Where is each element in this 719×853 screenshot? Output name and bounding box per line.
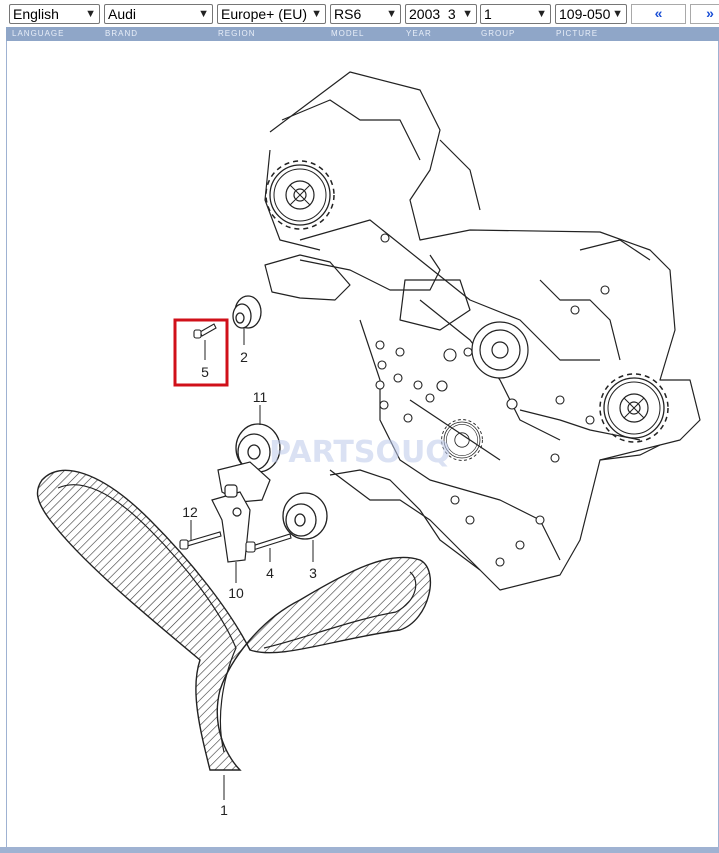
idler-roller-2 <box>232 295 262 329</box>
selection-toolbar: English ▼ Audi ▼ Europe+ (EU) ▼ RS6 ▼ 20… <box>0 0 719 27</box>
callout-11[interactable]: 11 <box>253 389 268 405</box>
callout-12[interactable]: 12 <box>182 504 198 520</box>
model-select[interactable]: RS6 ▼ <box>330 4 401 24</box>
chevron-down-icon: ▼ <box>386 8 397 20</box>
tensioner-assembly-10 <box>211 461 271 563</box>
tensioner-roller-11 <box>235 423 281 473</box>
model-select-value: RS6 <box>334 6 362 22</box>
right-camshaft-gear <box>599 373 669 443</box>
year-select-value: 2003 3 <box>409 6 456 22</box>
callout-4[interactable]: 4 <box>266 565 274 581</box>
chevron-down-icon: ▼ <box>311 8 322 20</box>
brand-select[interactable]: Audi ▼ <box>104 4 213 24</box>
language-select[interactable]: English ▼ <box>9 4 100 24</box>
callout-leaders <box>190 328 314 800</box>
region-select[interactable]: Europe+ (EU) ▼ <box>217 4 326 24</box>
bolts <box>179 323 292 553</box>
left-camshaft-gear <box>265 160 335 230</box>
chevron-down-icon: ▼ <box>612 8 623 20</box>
model-label: MODEL <box>331 29 365 38</box>
year-select[interactable]: 2003 3 ▼ <box>405 4 477 24</box>
group-select-value: 1 <box>484 6 492 22</box>
next-picture-button[interactable]: » <box>690 4 719 24</box>
field-label-bar: LANGUAGE BRAND REGION MODEL YEAR GROUP P… <box>6 27 719 41</box>
watermark-text: PARTSOUQ <box>269 435 451 470</box>
block-fasteners <box>375 233 610 567</box>
region-label: REGION <box>218 29 256 38</box>
callout-2[interactable]: 2 <box>240 349 248 365</box>
previous-picture-button[interactable]: « <box>631 4 686 24</box>
water-pump-pulley <box>471 321 529 379</box>
highlighted-part-box <box>173 318 229 387</box>
bottom-border <box>0 847 719 853</box>
picture-select[interactable]: 109-050 ▼ <box>555 4 627 24</box>
chevron-down-icon: ▼ <box>198 8 209 20</box>
callout-1[interactable]: 1 <box>220 802 228 818</box>
chevron-down-icon: ▼ <box>462 8 473 20</box>
picture-label: PICTURE <box>556 29 599 38</box>
region-select-value: Europe+ (EU) <box>221 6 307 22</box>
group-select[interactable]: 1 ▼ <box>480 4 551 24</box>
callout-5[interactable]: 5 <box>201 364 209 380</box>
year-label: YEAR <box>406 29 432 38</box>
crank-sprocket <box>441 419 483 461</box>
picture-select-value: 109-050 <box>559 6 611 22</box>
brand-select-value: Audi <box>108 6 137 22</box>
callout-3[interactable]: 3 <box>309 565 317 581</box>
chevron-down-icon: ▼ <box>85 8 96 20</box>
brand-label: BRAND <box>105 29 139 38</box>
language-label: LANGUAGE <box>12 29 65 38</box>
drive-belt-1 <box>36 469 432 771</box>
chevron-down-icon: ▼ <box>536 8 547 20</box>
language-select-value: English <box>13 6 59 22</box>
callout-10[interactable]: 10 <box>228 585 244 601</box>
deflection-pulley-3 <box>282 492 328 540</box>
group-label: GROUP <box>481 29 516 38</box>
